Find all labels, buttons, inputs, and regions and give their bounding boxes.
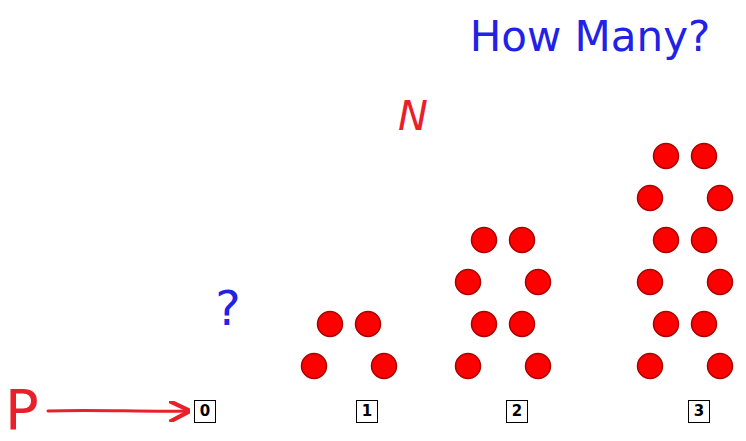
box-number: 2 xyxy=(512,404,522,419)
number-box: 1 xyxy=(356,400,378,423)
red-dot xyxy=(692,144,717,169)
question-mark: ? xyxy=(215,284,240,332)
red-dot xyxy=(526,354,551,379)
red-dot xyxy=(302,354,327,379)
red-dot xyxy=(638,270,663,295)
box-number: 1 xyxy=(362,404,372,419)
red-dot xyxy=(356,312,381,337)
pointer-arrow xyxy=(48,409,186,413)
number-box: 2 xyxy=(506,400,528,423)
red-dot xyxy=(654,312,679,337)
handwritten-letter: N xyxy=(398,96,428,136)
red-dot xyxy=(708,354,733,379)
red-dot xyxy=(456,270,481,295)
red-dot xyxy=(654,228,679,253)
red-dot xyxy=(692,228,717,253)
red-dot xyxy=(456,354,481,379)
box-number: 3 xyxy=(694,404,704,419)
red-dot xyxy=(708,186,733,211)
red-dot xyxy=(472,228,497,253)
red-dot xyxy=(638,186,663,211)
red-dot xyxy=(510,312,535,337)
title: How Many? xyxy=(470,16,711,58)
box-number: 0 xyxy=(200,404,210,419)
red-dot xyxy=(526,270,551,295)
number-box: 3 xyxy=(688,400,710,423)
handwritten-letter: P xyxy=(5,382,39,438)
red-dot xyxy=(692,312,717,337)
dot-pattern xyxy=(302,144,733,379)
red-dot xyxy=(654,144,679,169)
red-dot xyxy=(372,354,397,379)
red-dot xyxy=(510,228,535,253)
red-dot xyxy=(638,354,663,379)
number-box: 0 xyxy=(194,400,216,423)
red-dot xyxy=(472,312,497,337)
red-dot xyxy=(318,312,343,337)
red-dot xyxy=(708,270,733,295)
